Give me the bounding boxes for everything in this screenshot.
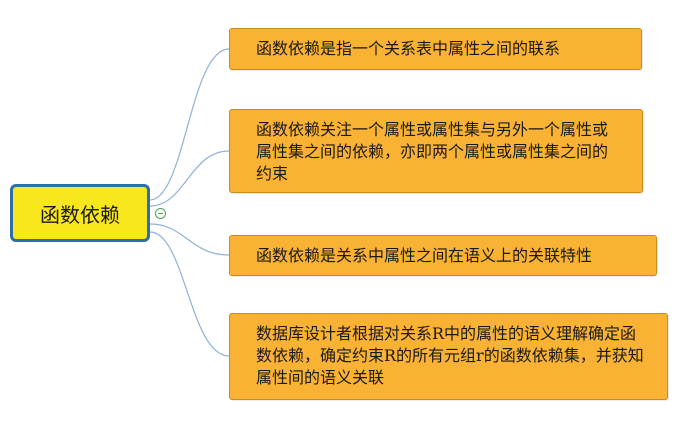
subtopic-dependency-constraint[interactable]: 函数依赖关注一个属性或属性集与另外一个属性或属性集之间的依赖，亦即两个属性或属性… — [229, 109, 643, 193]
root-topic-label: 函数依赖 — [40, 202, 120, 227]
connector-line-1 — [149, 48, 230, 201]
connector-line-3 — [149, 223, 230, 256]
subtopic-semantic-relation[interactable]: 函数依赖是关系中属性之间在语义上的关联特性 — [229, 235, 657, 276]
subtopic-designer-determination[interactable]: 数据库设计者根据对关系R中的属性的语义理解确定函数依赖，确定约束R的所有元组r的… — [229, 313, 668, 400]
root-topic[interactable]: 函数依赖 — [10, 184, 150, 242]
subtopic-definition[interactable]: 函数依赖是指一个关系表中属性之间的联系 — [229, 28, 642, 70]
subtopic-text: 数据库设计者根据对关系R中的属性的语义理解确定函数依赖，确定约束R的所有元组r的… — [256, 324, 644, 387]
subtopic-text: 函数依赖是指一个关系表中属性之间的联系 — [256, 39, 561, 58]
subtopic-text: 函数依赖是关系中属性之间在语义上的关联特性 — [256, 246, 593, 265]
connector-line-2 — [149, 150, 230, 207]
connector-line-4 — [149, 231, 230, 357]
subtopic-text: 函数依赖关注一个属性或属性集与另外一个属性或属性集之间的依赖，亦即两个属性或属性… — [256, 120, 609, 183]
collapse-toggle-icon[interactable] — [155, 208, 166, 219]
